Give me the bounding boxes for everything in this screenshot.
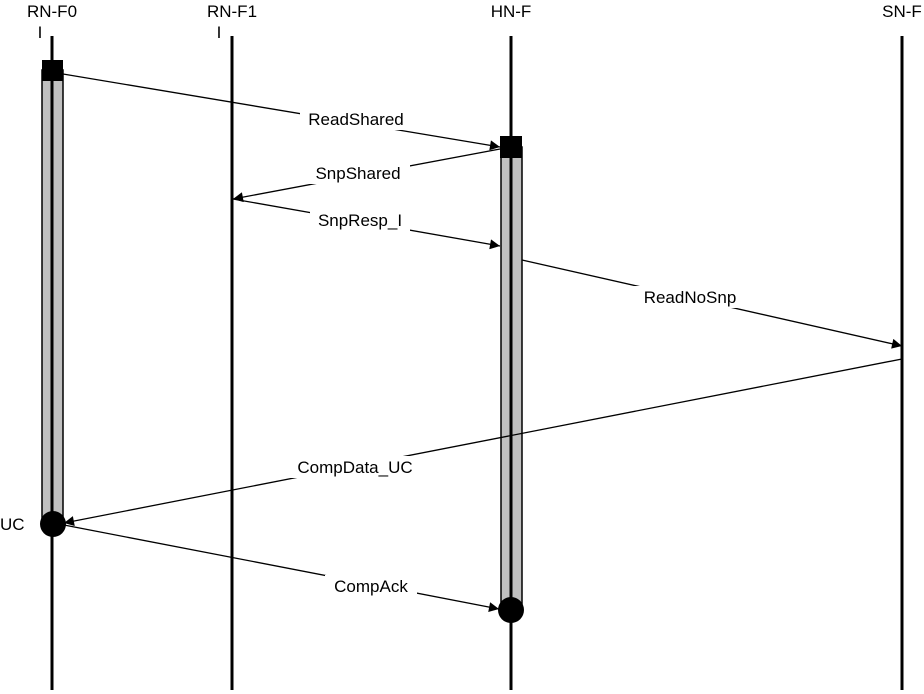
end-marker-rnf0: [40, 511, 66, 537]
message-arrow-compdata: [63, 358, 903, 526]
message-arrow-readshared: [62, 73, 501, 151]
end-marker-hnf: [498, 597, 524, 623]
message-label-compack: CompAck: [334, 577, 408, 596]
node-name-hnf: HN-F: [491, 2, 532, 21]
node-name-snf: SN-F: [882, 2, 922, 21]
message-arrow-compack: [63, 524, 500, 613]
node-state-rnf1: I: [217, 23, 222, 42]
start-marker-hnf: [500, 136, 522, 158]
message-label-readnosnp: ReadNoSnp: [644, 288, 737, 307]
message-label-readshared: ReadShared: [308, 110, 403, 129]
node-name-rnf0: RN-F0: [27, 2, 77, 21]
node-state-rnf0: I: [38, 23, 43, 42]
start-marker-rnf0: [42, 60, 63, 81]
message-label-snpshared: SnpShared: [315, 164, 400, 183]
node-name-rnf1: RN-F1: [207, 2, 257, 21]
message-label-snpresp: SnpResp_I: [318, 211, 402, 230]
message-label-compdata: CompData_UC: [297, 458, 412, 477]
final-state-rnf0: UC: [0, 515, 25, 534]
